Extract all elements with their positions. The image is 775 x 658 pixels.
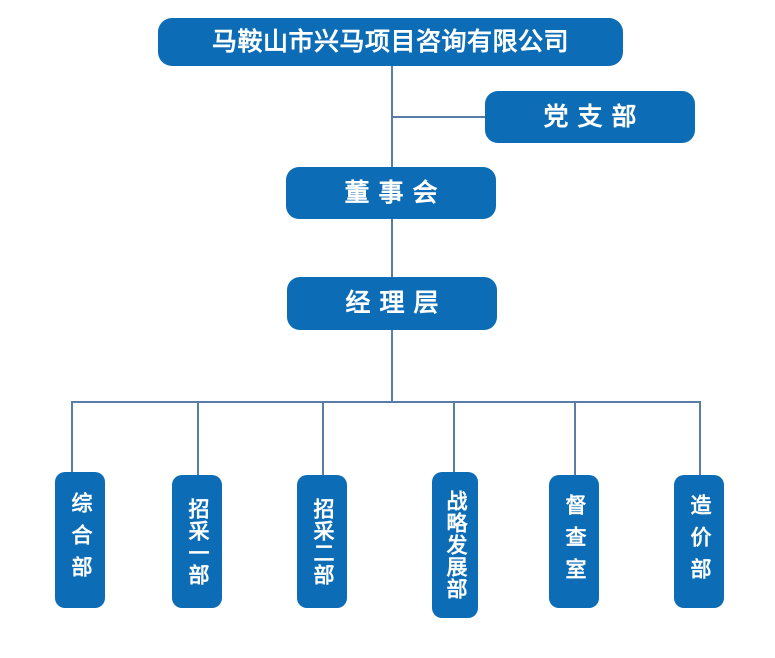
connector-drop-dept-5 bbox=[574, 401, 576, 478]
node-department-4[interactable]: 战略发展部 bbox=[432, 472, 478, 618]
connector-drop-dept-3 bbox=[322, 401, 324, 478]
connector-department-bus-bar bbox=[71, 401, 701, 403]
node-department-3[interactable]: 招采二部 bbox=[297, 475, 347, 608]
node-company[interactable]: 马鞍山市兴马项目咨询有限公司 bbox=[158, 18, 623, 66]
connector-drop-dept-4 bbox=[453, 401, 455, 475]
node-department-1[interactable]: 综合部 bbox=[55, 472, 105, 608]
connector-drop-dept-1 bbox=[71, 401, 73, 475]
node-board[interactable]: 董事会 bbox=[286, 167, 496, 219]
node-management[interactable]: 经理层 bbox=[287, 277, 497, 330]
node-party-branch[interactable]: 党支部 bbox=[485, 91, 695, 143]
connector-drop-dept-2 bbox=[197, 401, 199, 478]
node-department-2[interactable]: 招采一部 bbox=[172, 475, 222, 608]
connector-board-to-management bbox=[391, 219, 393, 277]
connector-company-to-party-branch bbox=[391, 116, 485, 118]
connector-drop-dept-6 bbox=[699, 401, 701, 478]
connector-management-to-bus bbox=[391, 330, 393, 403]
node-department-6[interactable]: 造价部 bbox=[674, 475, 724, 608]
node-department-5[interactable]: 督查室 bbox=[549, 475, 599, 608]
